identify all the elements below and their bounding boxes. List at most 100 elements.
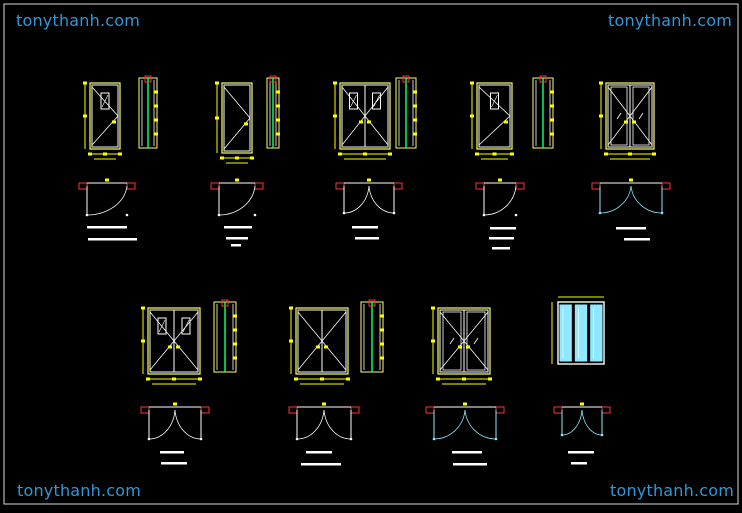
- swing-arc: [464, 409, 497, 440]
- section-tick: [413, 104, 417, 108]
- door-detail-d7: [288, 299, 384, 466]
- door-elevation: [470, 81, 514, 160]
- glass-mark: [373, 94, 380, 108]
- glass-mark: [473, 337, 479, 345]
- section-tick: [233, 342, 237, 346]
- door-handle: [244, 122, 248, 126]
- section-head: [144, 75, 152, 83]
- door-plan: [140, 402, 210, 441]
- door-plan: [553, 402, 611, 437]
- section-tick: [550, 132, 554, 136]
- glass-mark: [616, 112, 622, 120]
- door-plan: [210, 178, 264, 217]
- plan-dim-mark: [367, 178, 371, 182]
- wall-stub-right: [661, 182, 671, 190]
- hinge-point: [253, 213, 257, 217]
- door-handle: [168, 345, 172, 349]
- hinge-point: [392, 211, 396, 215]
- dim-tick: [118, 152, 122, 156]
- dim-tick: [599, 81, 603, 85]
- wall-stub-right: [393, 182, 403, 190]
- swing-line: [364, 115, 389, 146]
- dim-tick: [333, 114, 337, 118]
- watermark-top-right: tonythanh.com: [608, 11, 733, 30]
- swing-line: [629, 86, 653, 117]
- dim-tick: [510, 152, 514, 156]
- door-elevation: [215, 81, 254, 164]
- glass-panel: [466, 311, 486, 371]
- door-elevation: [289, 306, 350, 385]
- swing-line: [607, 86, 631, 117]
- dim-tick: [431, 306, 435, 310]
- dim-tick: [103, 152, 107, 156]
- swing-arc: [148, 409, 176, 440]
- swing-line: [223, 86, 251, 119]
- section-head: [539, 75, 547, 83]
- swing-arc: [433, 409, 466, 440]
- door-detail-d5: [591, 81, 671, 241]
- wall-stub-right: [350, 406, 360, 414]
- dim-tick: [431, 339, 435, 343]
- swing-arc: [86, 185, 128, 216]
- dim-tick: [599, 114, 603, 118]
- section-tick: [413, 132, 417, 136]
- swing-line: [478, 115, 511, 146]
- dim-tick: [146, 377, 150, 381]
- door-leaf: [91, 84, 119, 148]
- hinge-point: [199, 437, 203, 441]
- section-head: [269, 75, 277, 83]
- door-frame: [476, 82, 513, 150]
- swing-line: [91, 115, 119, 146]
- section-tick: [550, 118, 554, 122]
- swing-line: [297, 311, 323, 342]
- sheet-border: [3, 3, 739, 505]
- caption-bar: [489, 237, 514, 240]
- dim-tick: [488, 377, 492, 381]
- dim-tick: [289, 339, 293, 343]
- door-detail-d1: [78, 75, 158, 241]
- caption-bar: [231, 244, 241, 247]
- caption-bar: [355, 237, 379, 240]
- section-tick: [380, 328, 384, 332]
- swing-arc: [296, 409, 325, 440]
- dim-tick: [215, 81, 219, 85]
- watermark-bottom-left: tonythanh.com: [17, 481, 142, 500]
- section-tick: [550, 90, 554, 94]
- swing-arc: [599, 185, 632, 214]
- dim-tick: [320, 377, 324, 381]
- hinge-point: [514, 213, 518, 217]
- door-plan: [288, 402, 360, 441]
- door-elevation: [141, 306, 202, 385]
- glass-mark: [449, 337, 455, 345]
- glass-mark: [350, 94, 357, 108]
- door-handle: [466, 345, 470, 349]
- vision-panel: [372, 92, 381, 110]
- wall-stub-right: [515, 182, 525, 190]
- swing-arc: [323, 409, 352, 440]
- swing-line: [173, 340, 199, 371]
- door-elevation: [333, 81, 392, 160]
- wall-stub-left: [140, 406, 150, 414]
- caption-bar: [160, 451, 184, 454]
- caption-bar: [571, 462, 587, 465]
- caption-bar: [306, 451, 332, 454]
- dim-tick: [604, 152, 608, 156]
- caption-bar: [492, 247, 510, 250]
- dim-tick: [436, 377, 440, 381]
- swing-line: [149, 340, 175, 371]
- hinge-point: [600, 433, 604, 437]
- dim-tick: [388, 152, 392, 156]
- watermark-bottom-right: tonythanh.com: [610, 481, 735, 500]
- hinge-point: [295, 437, 299, 441]
- dim-tick: [289, 306, 293, 310]
- caption-bar: [352, 226, 378, 229]
- dim-tick: [215, 116, 219, 120]
- door-frame: [339, 82, 391, 150]
- vision-panel: [181, 317, 191, 335]
- door-handle: [458, 345, 462, 349]
- hinge-point: [494, 437, 498, 441]
- door-section: [395, 75, 417, 149]
- caption-bar: [87, 226, 127, 229]
- glass-mark: [182, 319, 190, 333]
